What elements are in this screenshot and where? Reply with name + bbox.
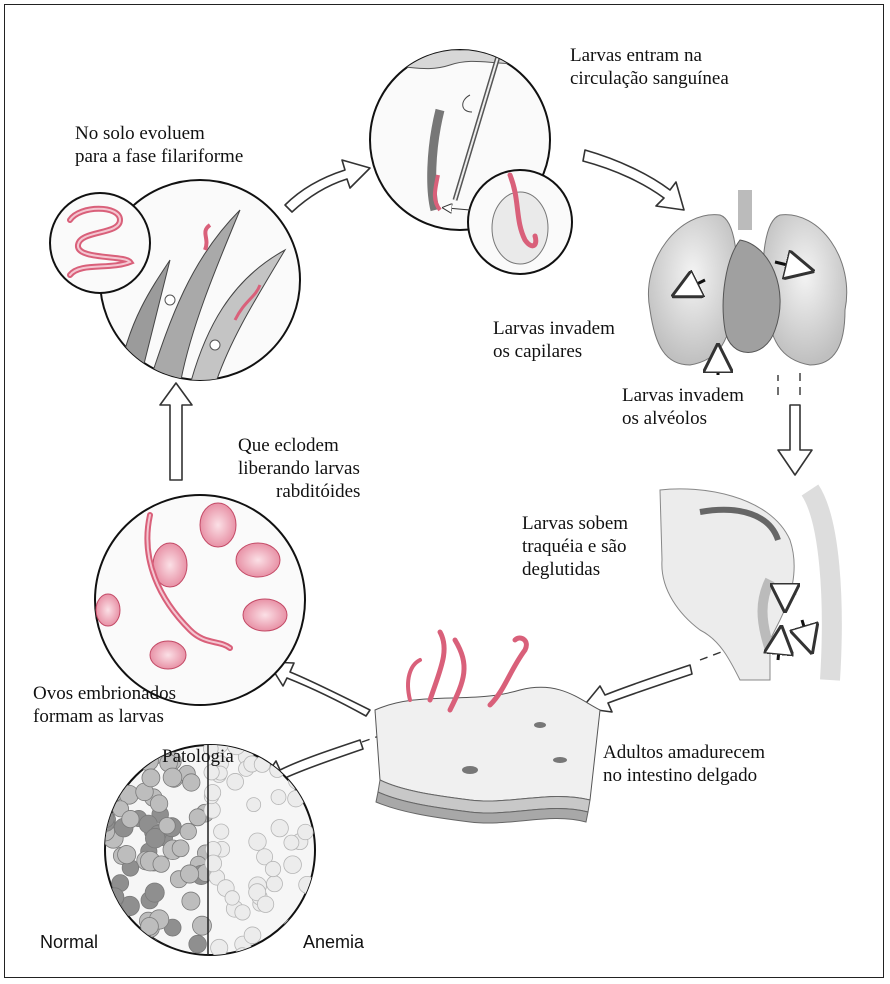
label-invade-alveoli: Larvas invadem os alvéolos — [622, 384, 744, 430]
arrow-eggs-to-soil — [160, 383, 192, 480]
soil-grass-circle — [50, 180, 300, 385]
normal-red-cell — [100, 922, 116, 938]
anemic-red-cell — [252, 738, 268, 754]
label-climb-trachea: Larvas sobem traquéia e são deglutidas — [522, 512, 628, 581]
label-adults-mature: Adultos amadurecem no intestino delgado — [603, 741, 765, 787]
label-pathology: Patologia — [162, 745, 234, 768]
anemic-red-cell — [284, 919, 301, 936]
normal-red-cell — [121, 938, 137, 954]
normal-red-cell — [145, 883, 164, 902]
anemic-red-cell — [235, 948, 249, 962]
anemic-red-cell — [284, 856, 302, 874]
anemic-red-cell — [247, 798, 261, 812]
throat-illustration — [660, 489, 832, 680]
anemic-red-cell — [265, 861, 280, 876]
eggs-circle — [95, 495, 305, 705]
normal-red-cell — [183, 774, 200, 791]
normal-red-cell — [106, 888, 124, 906]
arrow-skin-to-lungs — [583, 150, 684, 210]
anemic-red-cell — [257, 896, 273, 912]
anemic-red-cell — [244, 927, 261, 944]
normal-red-cell — [138, 751, 158, 771]
arrow-lungs-to-throat — [778, 405, 812, 475]
normal-red-cell — [181, 865, 199, 883]
anemic-red-cell — [249, 833, 266, 850]
label-embryonated-eggs: Ovos embrionados formam as larvas — [33, 682, 176, 728]
anemic-red-cell — [204, 784, 220, 800]
label-rhabditiform: rabditóides — [276, 480, 360, 503]
normal-red-cell — [163, 768, 182, 787]
normal-red-cell — [122, 810, 139, 827]
normal-red-cell — [93, 768, 112, 787]
normal-red-cell — [153, 856, 169, 872]
normal-red-cell — [142, 769, 160, 787]
normal-red-cell — [141, 918, 159, 936]
anemic-red-cell — [214, 824, 229, 839]
normal-red-cell — [118, 845, 136, 863]
normal-red-cell — [128, 743, 144, 759]
anemic-red-cell — [286, 940, 304, 958]
label-normal: Normal — [40, 932, 98, 953]
anemic-red-cell — [271, 790, 286, 805]
anemic-red-cell — [299, 773, 313, 787]
lungs-illustration — [648, 190, 846, 375]
arrow-soil-to-skin — [285, 160, 370, 212]
intestine-illustration — [375, 632, 600, 823]
normal-red-cell — [172, 840, 189, 857]
anemic-red-cell — [298, 824, 314, 840]
label-soil-filariform: No solo evoluem para a fase filariforme — [75, 122, 243, 168]
anemic-red-cell — [305, 785, 320, 800]
anemic-red-cell — [225, 891, 239, 905]
arrow-throat-to-intestine — [582, 665, 692, 712]
normal-red-cell — [189, 935, 207, 953]
anemic-red-cell — [227, 773, 244, 790]
label-invade-capillaries: Larvas invadem os capilares — [493, 317, 615, 363]
skin-penetration-circle — [370, 40, 572, 274]
normal-red-cell — [110, 745, 126, 761]
normal-red-cell — [182, 892, 200, 910]
anemic-red-cell — [271, 820, 288, 837]
normal-red-cell — [150, 795, 167, 812]
normal-red-cell — [159, 818, 175, 834]
arrow-intestine-to-eggs — [268, 662, 370, 716]
label-anemia: Anemia — [303, 932, 364, 953]
anemic-red-cell — [204, 802, 220, 818]
normal-red-cell — [117, 922, 135, 940]
normal-red-cell — [110, 943, 128, 961]
normal-red-cell — [180, 823, 196, 839]
anemic-red-cell — [262, 740, 279, 757]
anemic-red-cell — [279, 937, 294, 952]
anemic-red-cell — [267, 876, 283, 892]
normal-red-cell — [110, 746, 130, 766]
label-enter-circulation: Larvas entram na circulação sanguínea — [570, 44, 729, 90]
anemic-red-cell — [235, 905, 250, 920]
label-hatch-release: Que eclodem liberando larvas — [238, 434, 360, 480]
anemic-red-cell — [284, 835, 299, 850]
anemic-red-cell — [306, 787, 323, 804]
